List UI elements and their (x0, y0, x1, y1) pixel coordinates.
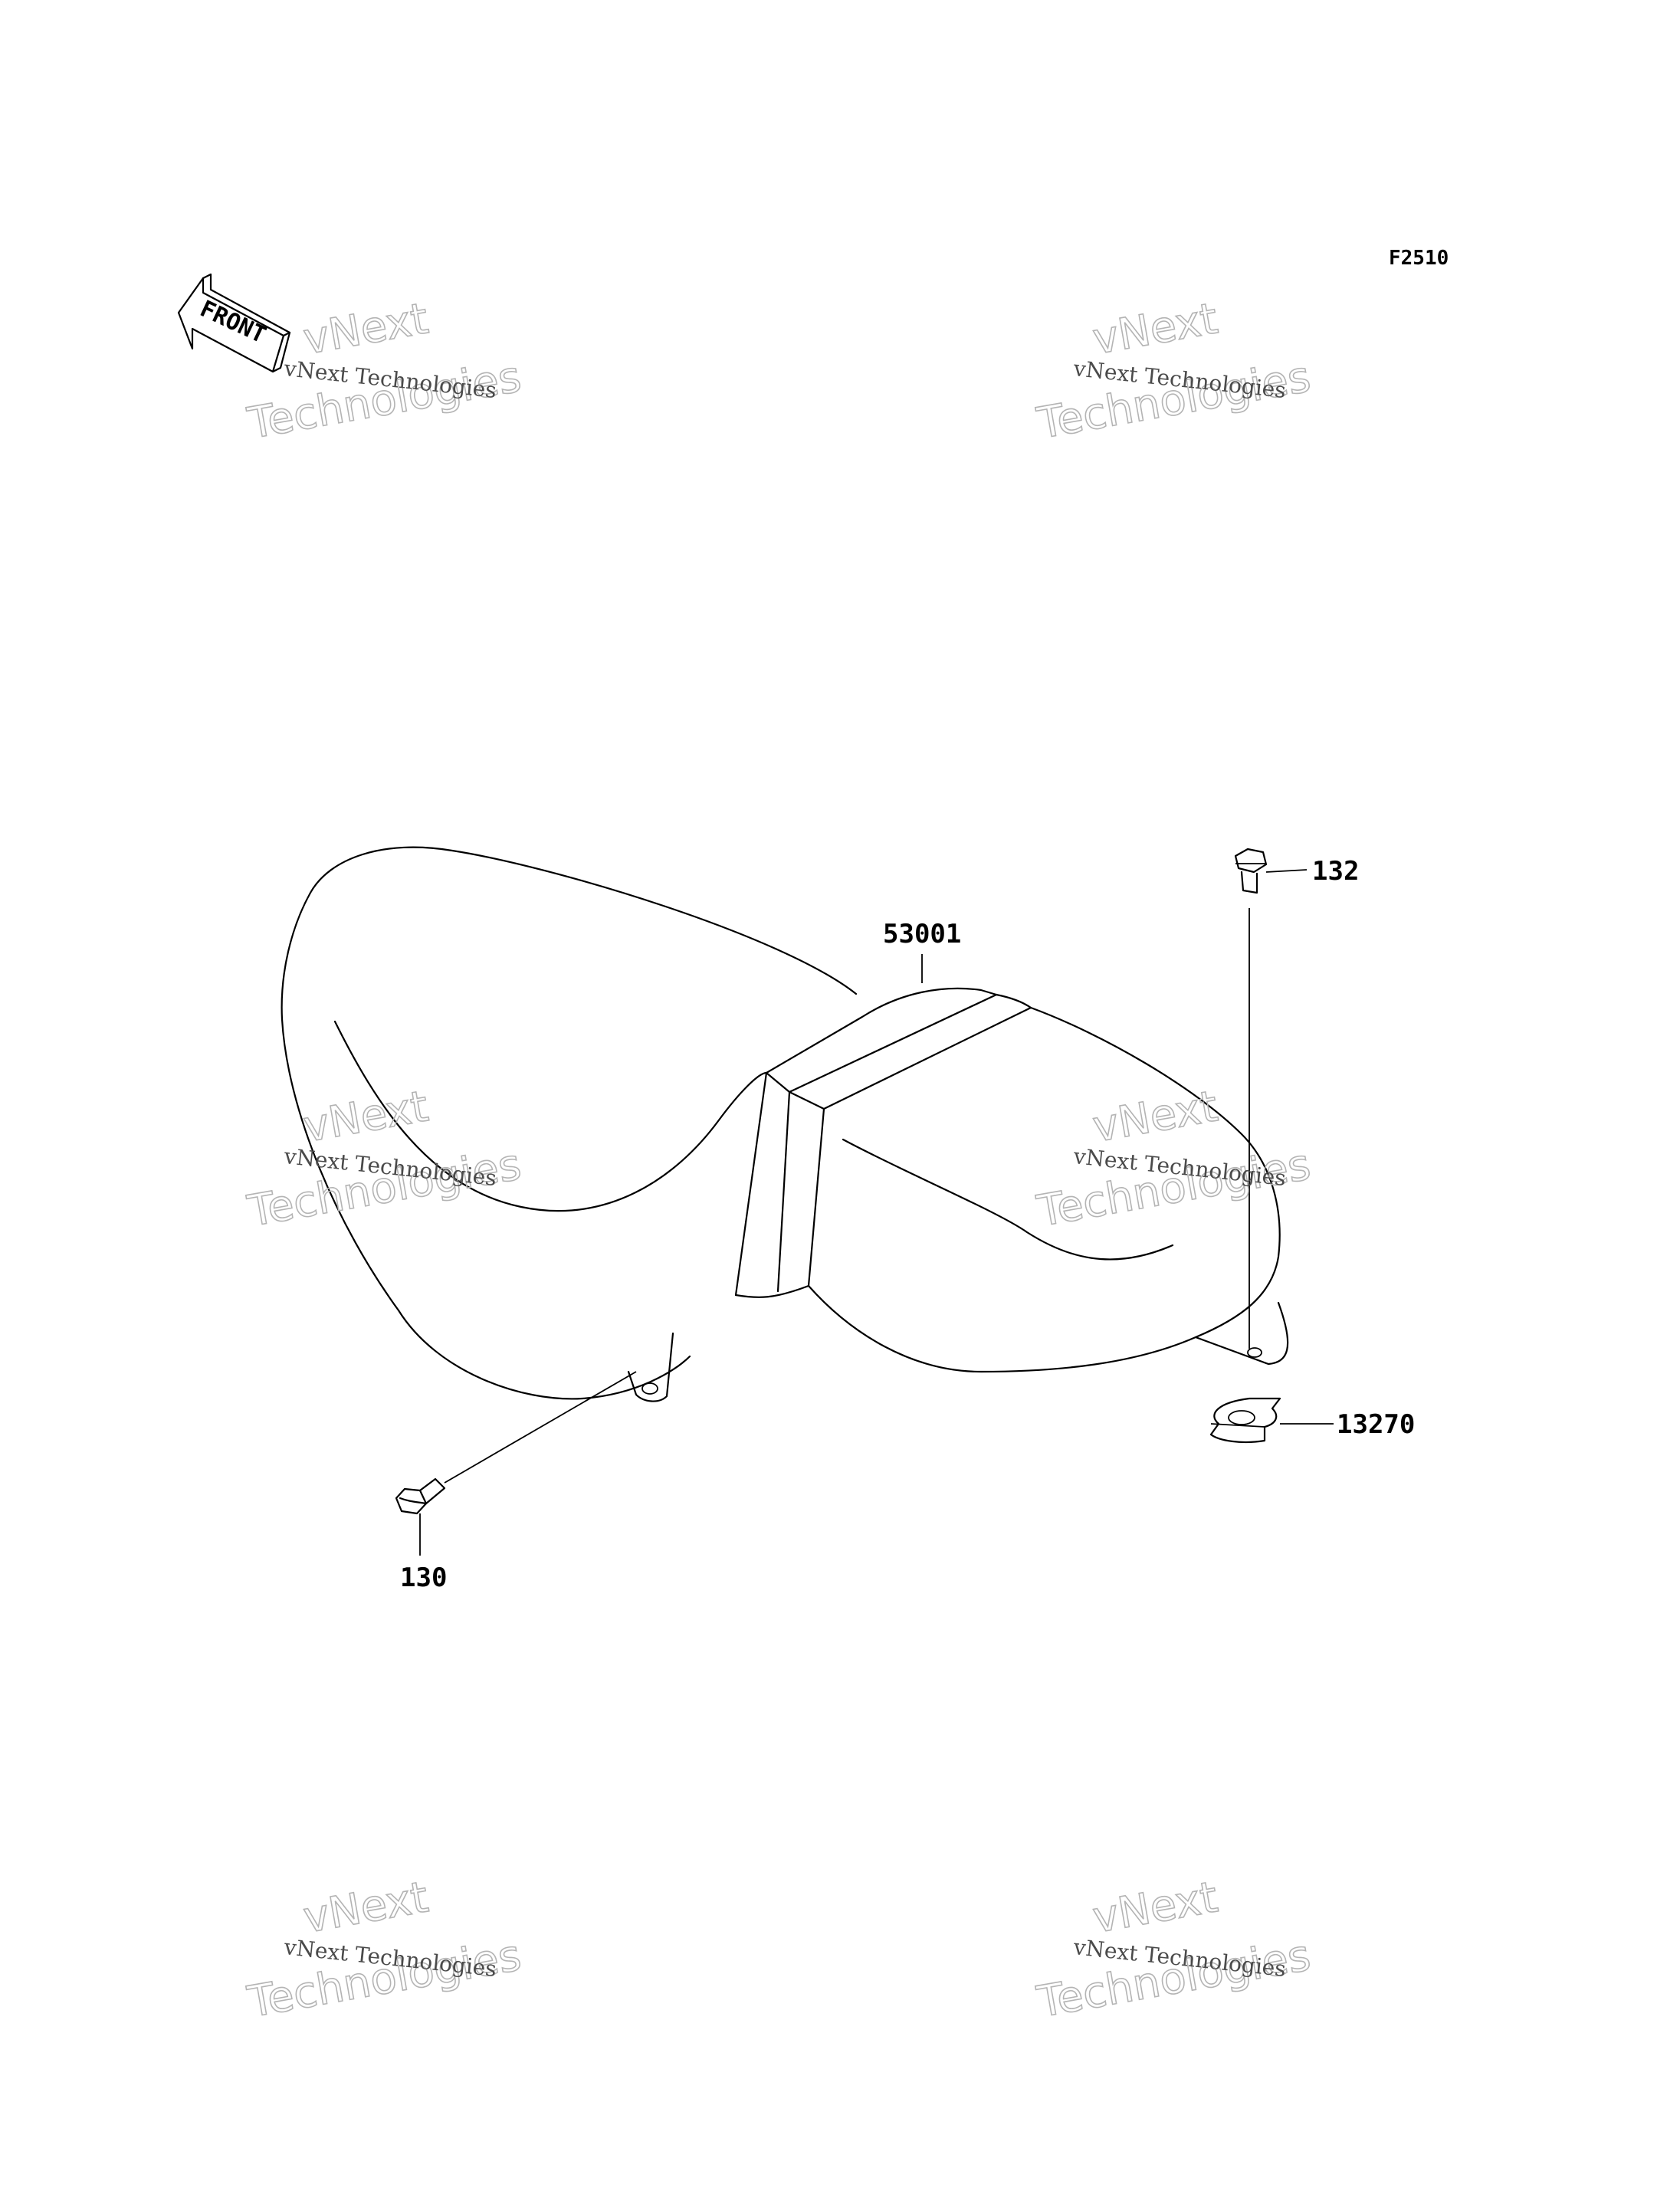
watermark-top-right: vNext Technologies vNext Technologies (1032, 293, 1314, 450)
part-label-53001: 53001 (883, 919, 961, 949)
seat-icon (281, 846, 1289, 1402)
front-label: FRONT (196, 296, 271, 349)
watermark-bottom-left: vNext Technologies vNext Technologies (243, 1872, 525, 2028)
part-label-130: 130 (400, 1562, 447, 1593)
figure-code: F2510 (1389, 247, 1449, 270)
watermark-bottom-right: vNext Technologies vNext Technologies (1032, 1872, 1314, 2028)
part-label-13270: 13270 (1337, 1409, 1415, 1440)
svg-text:vNext: vNext (300, 293, 431, 364)
bolt-icon-130 (395, 1477, 446, 1515)
svg-text:vNext: vNext (300, 1872, 431, 1943)
bolt-icon-132 (1234, 848, 1268, 894)
watermark-mid-left: vNext Technologies vNext Technologies (243, 1081, 525, 1238)
svg-text:vNext: vNext (1089, 1081, 1221, 1152)
plate-icon-13270 (1209, 1397, 1281, 1444)
part-label-132: 132 (1312, 856, 1359, 887)
front-direction-arrow-icon: FRONT (177, 273, 291, 373)
svg-text:vNext: vNext (1089, 293, 1221, 364)
svg-text:vNext: vNext (1089, 1872, 1221, 1943)
watermark-top-left: vNext Technologies vNext Technologies (243, 293, 525, 450)
watermark-mid-right: vNext Technologies vNext Technologies (1032, 1081, 1314, 1238)
